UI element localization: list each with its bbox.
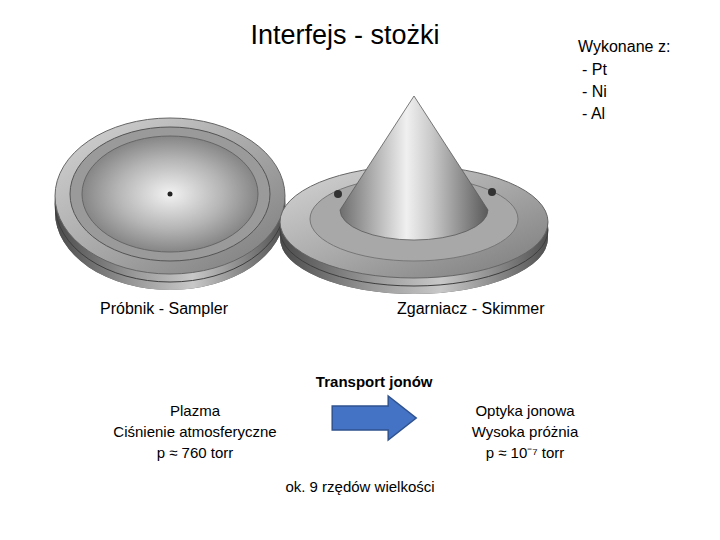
region-property: Ciśnienie atmosferyczne [113,421,276,442]
part-caption: Próbnik - Sampler [100,299,228,318]
sampler-orifice [168,192,173,197]
sampler-cone [55,118,285,290]
block-arrow [332,396,416,440]
sampler-ring [70,127,270,261]
material-item: - Ni [582,82,607,101]
region-property: p ≈ 760 torr [113,442,276,463]
region-name: Plazma [113,400,276,421]
material-item: - Pt [582,60,607,79]
screw-hole [334,190,342,198]
sampler-disc [82,136,258,252]
screw-hole [488,188,496,196]
skimmer-cone [280,96,548,294]
condition-group: PlazmaCiśnienie atmosferycznep ≈ 760 tor… [109,397,280,466]
skimmer-tip [340,96,488,240]
part-caption: Zgarniacz - Skimmer [397,299,545,318]
arrow-label: Transport jonów [314,373,435,391]
magnitude-note: ok. 9 rzędów wielkości [285,478,434,496]
sampler-rim [55,118,285,274]
material-item: - Al [582,104,605,123]
region-name: Optyka jonowa [472,400,579,421]
slide-title: Interfejs - stożki [250,19,439,51]
region-property: Wysoka próżnia [472,421,579,442]
material-heading: Wykonane z: [578,37,670,56]
condition-group: Optyka jonowaWysoka próżniap ≈ 10⁻⁷ torr [468,397,583,466]
region-property: p ≈ 10⁻⁷ torr [472,442,579,463]
